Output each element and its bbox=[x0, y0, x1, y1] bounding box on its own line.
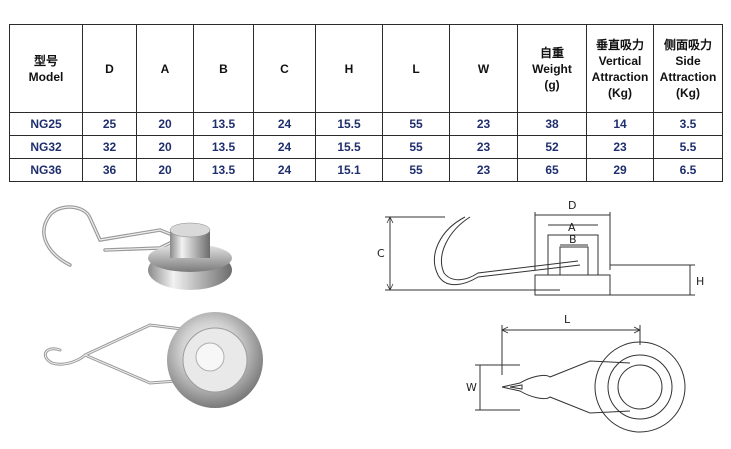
header-h: H bbox=[315, 24, 383, 113]
header-side-en1: Side bbox=[675, 53, 701, 68]
dim-label-h: H bbox=[696, 275, 704, 288]
header-vertical-en2: Attraction bbox=[591, 69, 649, 84]
header-model-cn: 型号 bbox=[33, 53, 58, 68]
header-vertical-unit: (Kg) bbox=[608, 85, 632, 100]
cell-w: 23 bbox=[449, 135, 518, 159]
header-l-label: L bbox=[412, 61, 420, 76]
cell-model: NG32 bbox=[9, 135, 83, 159]
cell-side: 5.5 bbox=[653, 135, 723, 159]
header-vertical-attraction: 垂直吸力 Vertical Attraction (Kg) bbox=[586, 24, 654, 113]
header-row: 型号 Model D A B C H L W 自重 Weight (g) 垂直吸… bbox=[9, 24, 723, 113]
header-w: W bbox=[449, 24, 518, 113]
header-weight-en: Weight bbox=[532, 61, 572, 76]
cell-b: 13.5 bbox=[193, 135, 254, 159]
dim-label-c: C bbox=[377, 247, 385, 260]
cell-l: 55 bbox=[382, 158, 450, 182]
cell-c: 24 bbox=[253, 158, 316, 182]
cell-a: 20 bbox=[136, 112, 194, 136]
header-c-label: C bbox=[280, 61, 289, 76]
cell-d: 36 bbox=[82, 158, 137, 182]
cell-w: 23 bbox=[449, 158, 518, 182]
header-model: 型号 Model bbox=[9, 24, 83, 113]
hook-magnet-side-photo bbox=[42, 205, 232, 290]
cell-d: 32 bbox=[82, 135, 137, 159]
cell-weight: 52 bbox=[517, 135, 587, 159]
dim-label-l: L bbox=[564, 313, 571, 326]
header-side-cn: 侧面吸力 bbox=[663, 37, 712, 52]
cell-l: 55 bbox=[382, 135, 450, 159]
header-d-label: D bbox=[105, 61, 114, 76]
cell-vertical: 14 bbox=[586, 112, 654, 136]
cell-h: 15.5 bbox=[315, 135, 383, 159]
cell-c: 24 bbox=[253, 135, 316, 159]
header-weight: 自重 Weight (g) bbox=[517, 24, 587, 113]
header-a: A bbox=[136, 24, 194, 113]
top-view-drawing: L W bbox=[466, 313, 686, 433]
cell-b: 13.5 bbox=[193, 112, 254, 136]
header-side-en2: Attraction bbox=[659, 69, 717, 84]
header-vertical-cn: 垂直吸力 bbox=[595, 37, 644, 52]
header-weight-cn: 自重 bbox=[539, 45, 564, 60]
header-h-label: H bbox=[344, 61, 354, 76]
table-row: NG32 32 20 13.5 24 15.5 55 23 52 23 5.5 bbox=[9, 135, 723, 159]
cell-weight: 38 bbox=[517, 112, 587, 136]
cell-w: 23 bbox=[449, 112, 518, 136]
header-b-label: B bbox=[219, 61, 228, 76]
cell-c: 24 bbox=[253, 112, 316, 136]
cell-weight: 65 bbox=[517, 158, 587, 182]
cell-model: NG36 bbox=[9, 158, 83, 182]
cell-side: 3.5 bbox=[653, 112, 723, 136]
spec-table: 型号 Model D A B C H L W 自重 Weight (g) 垂直吸… bbox=[9, 24, 723, 182]
cell-h: 15.5 bbox=[315, 112, 383, 136]
header-vertical-en1: Vertical bbox=[598, 53, 642, 68]
cell-model: NG25 bbox=[9, 112, 83, 136]
dim-label-b: B bbox=[569, 233, 577, 246]
header-c: C bbox=[253, 24, 316, 113]
cell-vertical: 29 bbox=[586, 158, 654, 182]
cell-d: 25 bbox=[82, 112, 137, 136]
hook-magnet-top-photo bbox=[43, 312, 263, 408]
header-a-label: A bbox=[160, 61, 170, 76]
header-side-attraction: 侧面吸力 Side Attraction (Kg) bbox=[653, 24, 723, 113]
cell-side: 6.5 bbox=[653, 158, 723, 182]
cell-h: 15.1 bbox=[315, 158, 383, 182]
cell-b: 13.5 bbox=[193, 158, 254, 182]
header-side-unit: (Kg) bbox=[676, 85, 700, 100]
dim-label-a: A bbox=[568, 221, 576, 234]
side-view-drawing: C D A B H bbox=[377, 199, 704, 296]
header-l: L bbox=[382, 24, 450, 113]
header-weight-unit: (g) bbox=[544, 77, 560, 92]
dim-label-d: D bbox=[568, 199, 576, 212]
cell-a: 20 bbox=[136, 158, 194, 182]
header-b: B bbox=[193, 24, 254, 113]
table-row: NG36 36 20 13.5 24 15.1 55 23 65 29 6.5 bbox=[9, 158, 723, 182]
dim-label-w: W bbox=[466, 381, 477, 394]
cell-a: 20 bbox=[136, 135, 194, 159]
cell-l: 55 bbox=[382, 112, 450, 136]
header-model-en: Model bbox=[28, 69, 64, 84]
cell-vertical: 23 bbox=[586, 135, 654, 159]
header-w-label: W bbox=[477, 61, 490, 76]
table-row: NG25 25 20 13.5 24 15.5 55 23 38 14 3.5 bbox=[9, 112, 723, 136]
header-d: D bbox=[82, 24, 137, 113]
